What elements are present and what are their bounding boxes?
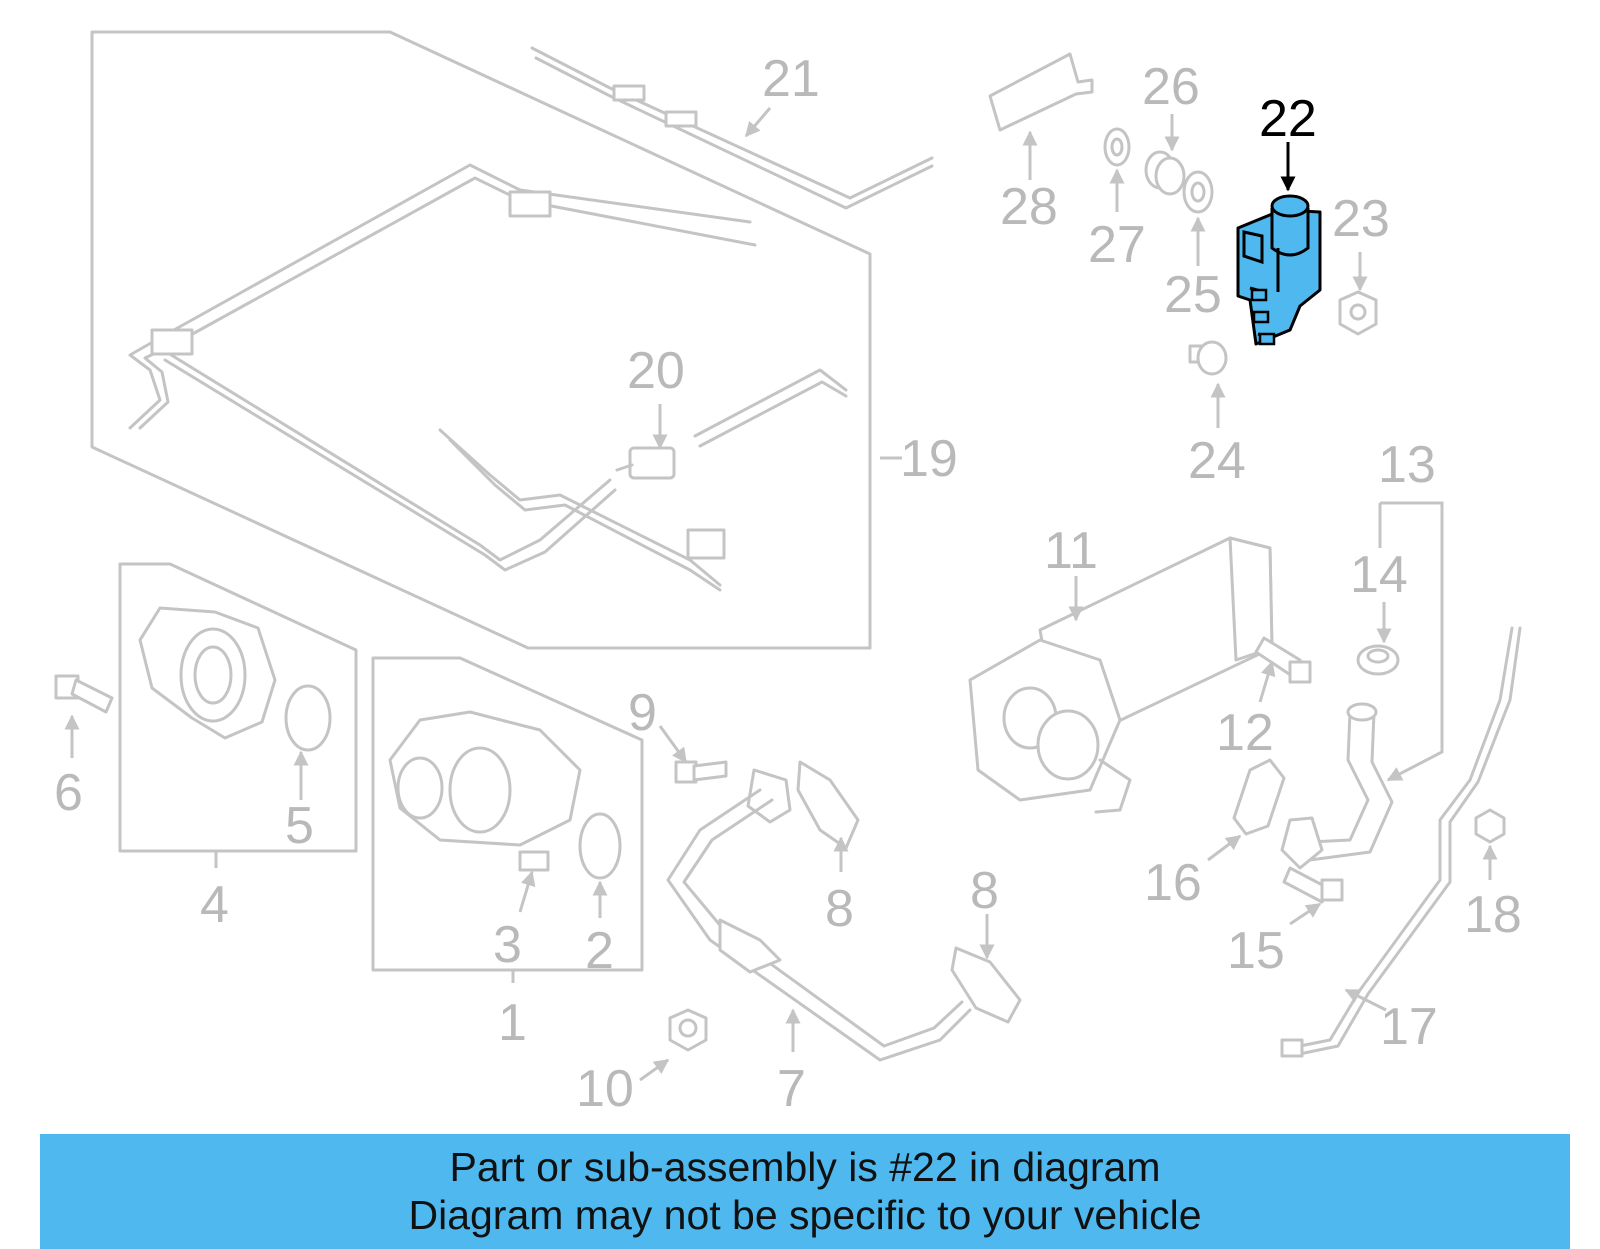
callout-3: 3 — [493, 916, 522, 974]
callout-2: 2 — [585, 922, 614, 980]
callout-8a: 8 — [825, 880, 854, 938]
callout-9: 9 — [628, 684, 657, 742]
part-21-line — [530, 46, 934, 210]
callout-24: 24 — [1188, 432, 1246, 490]
part-17-sensor-line — [1280, 626, 1522, 1058]
callout-17: 17 — [1380, 998, 1438, 1056]
callout-16: 16 — [1144, 854, 1202, 912]
callout-leaders — [64, 107, 1498, 1082]
callout-19: 19 — [900, 430, 958, 488]
callout-12: 12 — [1216, 704, 1274, 762]
group-1-box — [371, 656, 644, 972]
part-9-bolt — [674, 760, 728, 784]
part-24-bolt — [1188, 340, 1228, 376]
callout-21: 21 — [762, 50, 820, 108]
part-11-egr-cooler — [968, 536, 1274, 814]
callout-11: 11 — [1044, 522, 1098, 580]
callout-28: 28 — [1000, 178, 1058, 236]
group-4-box — [118, 562, 358, 853]
callout-6: 6 — [54, 764, 83, 822]
callout-7: 7 — [777, 1060, 806, 1118]
part-14-grommet — [1356, 644, 1400, 676]
part-7-pipe — [666, 768, 972, 1062]
part-8-gaskets — [796, 760, 1022, 1024]
part-25-washer — [1182, 170, 1214, 214]
callout-5: 5 — [285, 797, 314, 855]
callout-14: 14 — [1350, 546, 1408, 604]
part-16-gasket — [1232, 758, 1286, 836]
part-28-bracket — [988, 52, 1094, 132]
callout-23: 23 — [1332, 190, 1390, 248]
part-27-washer — [1103, 127, 1131, 167]
part-26-bushing — [1144, 150, 1186, 196]
callout-27: 27 — [1088, 216, 1146, 274]
part-6-bolt — [54, 674, 114, 714]
callout-4: 4 — [200, 876, 229, 934]
callout-26: 26 — [1142, 58, 1200, 116]
callout-25: 25 — [1164, 266, 1222, 324]
callout-18: 18 — [1464, 886, 1522, 944]
callout-1: 1 — [498, 994, 527, 1052]
part-10-nut — [668, 1008, 708, 1052]
part-12-bolt — [1254, 636, 1312, 684]
part-22-valve[interactable] — [1236, 194, 1322, 346]
callout-20: 20 — [627, 342, 685, 400]
banner-part-reference: Part or sub-assembly is #22 in diagram — [449, 1144, 1161, 1190]
parts-diagram: 1 2 3 4 5 6 7 8 8 9 10 11 12 13 14 15 16… — [54, 30, 1522, 1118]
part-18-nut — [1474, 808, 1506, 844]
part-20-connector — [615, 446, 676, 480]
callout-13: 13 — [1378, 436, 1436, 494]
callout-22: 22 — [1259, 90, 1317, 148]
part-15-bolt — [1282, 866, 1344, 904]
banner-disclaimer: Diagram may not be specific to your vehi… — [408, 1192, 1202, 1238]
part-23-nut — [1338, 290, 1378, 336]
callout-labels: 1 2 3 4 5 6 7 8 8 9 10 11 12 13 14 15 16… — [54, 50, 1522, 1118]
fuel-line-assembly-group — [90, 30, 872, 650]
callout-10: 10 — [576, 1060, 634, 1118]
callout-8b: 8 — [970, 862, 999, 920]
part-13-hose — [1280, 702, 1394, 870]
info-banner: Part or sub-assembly is #22 in diagram D… — [40, 1134, 1570, 1249]
callout-15: 15 — [1227, 922, 1285, 980]
